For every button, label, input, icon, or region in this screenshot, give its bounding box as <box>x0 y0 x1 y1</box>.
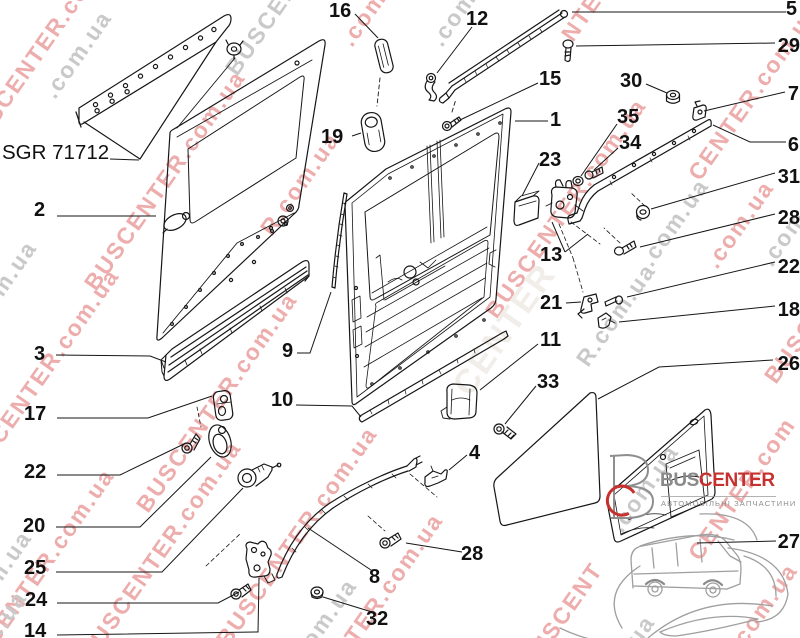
svg-text:33: 33 <box>537 371 559 393</box>
svg-text:17: 17 <box>24 403 46 425</box>
svg-text:29: 29 <box>778 35 800 57</box>
svg-text:9: 9 <box>282 340 293 362</box>
svg-text:1: 1 <box>550 109 561 131</box>
svg-text:13: 13 <box>540 244 562 266</box>
svg-text:22: 22 <box>24 461 46 483</box>
svg-text:35: 35 <box>617 106 639 128</box>
svg-text:2: 2 <box>34 199 45 221</box>
svg-text:32: 32 <box>366 608 388 630</box>
svg-text:5: 5 <box>786 0 797 20</box>
svg-text:15: 15 <box>539 68 561 90</box>
svg-text:23: 23 <box>539 149 561 171</box>
svg-text:26: 26 <box>778 353 800 375</box>
svg-text:18: 18 <box>778 299 800 321</box>
svg-text:21: 21 <box>540 292 562 314</box>
svg-text:14: 14 <box>24 620 47 638</box>
svg-text:27: 27 <box>778 531 800 553</box>
svg-text:12: 12 <box>466 8 488 30</box>
svg-text:3: 3 <box>34 343 45 365</box>
svg-text:19: 19 <box>321 126 343 148</box>
svg-text:22: 22 <box>778 256 800 278</box>
svg-text:6: 6 <box>788 134 799 156</box>
svg-text:34: 34 <box>619 132 642 154</box>
svg-text:30: 30 <box>620 70 642 92</box>
svg-text:SGR 71712: SGR 71712 <box>2 141 109 164</box>
svg-text:10: 10 <box>271 389 293 411</box>
svg-text:4: 4 <box>469 442 481 464</box>
svg-text:11: 11 <box>540 329 561 351</box>
svg-text:8: 8 <box>369 566 380 588</box>
svg-text:BUSCENTER: BUSCENTER <box>660 470 775 491</box>
svg-text:7: 7 <box>788 83 799 105</box>
svg-text:20: 20 <box>23 515 45 537</box>
svg-text:28: 28 <box>778 207 800 229</box>
svg-text:16: 16 <box>329 0 351 22</box>
svg-text:31: 31 <box>778 166 800 188</box>
svg-text:28: 28 <box>461 543 483 565</box>
svg-text:АВТОМОБІЛЬНІ ЗАПЧАСТИНИ: АВТОМОБІЛЬНІ ЗАПЧАСТИНИ <box>661 499 796 508</box>
svg-text:25: 25 <box>24 557 46 579</box>
svg-text:24: 24 <box>25 589 48 611</box>
